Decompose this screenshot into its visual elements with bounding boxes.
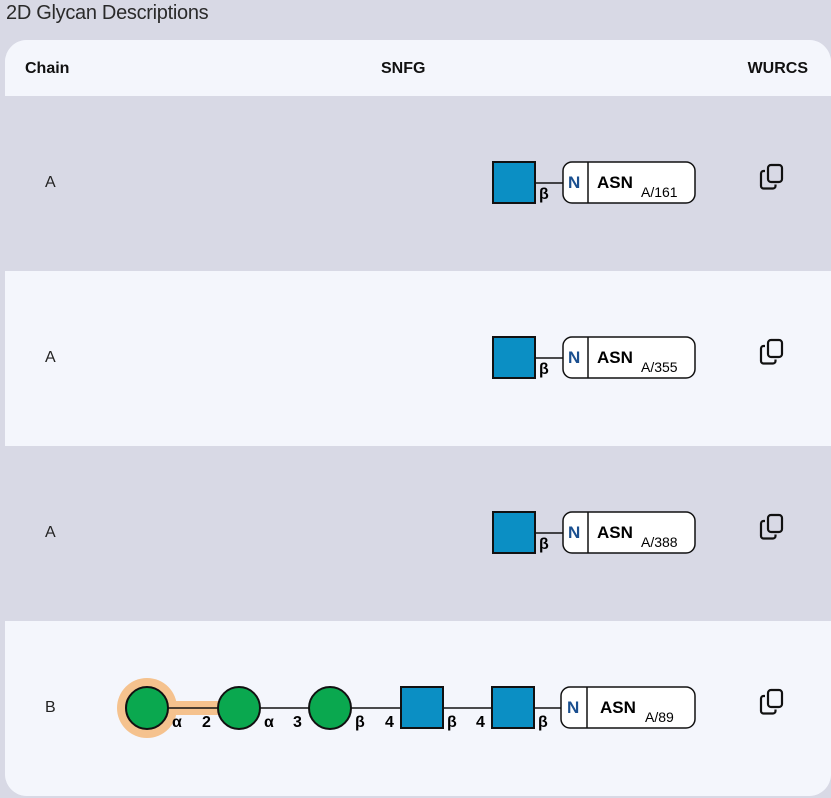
header-snfg: SNFG	[381, 60, 426, 77]
asn-box: N ASN A/388	[562, 511, 696, 554]
anomer-label: β	[539, 361, 549, 378]
link-label: α	[172, 714, 182, 731]
site-label: A/161	[641, 184, 678, 200]
chain-label: B	[45, 699, 56, 716]
page-title: 2D Glycan Descriptions	[6, 2, 209, 24]
chain-label: A	[45, 174, 56, 191]
glcnac-square	[492, 336, 536, 379]
glycan-table: Chain SNFG WURCS A β N ASN A/161 A	[5, 40, 831, 796]
copy-icon	[759, 513, 784, 540]
n-label: N	[567, 698, 579, 717]
table-row: A β N ASN A/161	[5, 96, 831, 271]
header-chain: Chain	[25, 60, 70, 77]
copy-wurcs-button[interactable]	[758, 687, 788, 717]
site-label: A/89	[645, 709, 674, 725]
link-label: β	[538, 714, 548, 731]
asn-box: N ASN A/89	[560, 686, 696, 729]
copy-icon	[759, 163, 784, 190]
n-label: N	[568, 173, 580, 192]
snfg-diagram: β N ASN A/388	[492, 511, 696, 554]
glcnac-square	[492, 511, 536, 554]
residue-label: ASN	[600, 698, 636, 717]
table-row: A β N ASN A/388	[5, 446, 831, 621]
anomer-label: β	[539, 536, 549, 553]
residue-label: ASN	[597, 348, 633, 367]
site-label: A/355	[641, 359, 678, 375]
header-wurcs: WURCS	[747, 60, 808, 77]
n-label: N	[568, 523, 580, 542]
copy-wurcs-button[interactable]	[758, 162, 788, 192]
chain-label: A	[45, 524, 56, 541]
link-label: β	[355, 714, 365, 731]
glcnac-square	[491, 686, 535, 729]
link-label: β	[447, 714, 457, 731]
residue-label: ASN	[597, 173, 633, 192]
table-header: Chain SNFG WURCS	[5, 40, 831, 96]
asn-box: N ASN A/161	[562, 161, 696, 204]
glcnac-square	[492, 161, 536, 204]
table-row: B α 2 α 3 β 4 β 4 β	[5, 621, 831, 796]
snfg-diagram: α 2 α 3 β 4 β 4 β N ASN A/89	[117, 678, 696, 738]
mannose-circle	[125, 686, 169, 730]
copy-icon	[759, 338, 784, 365]
link-label: 4	[385, 714, 394, 731]
link-label: 3	[293, 714, 302, 731]
mannose-circle	[308, 686, 352, 730]
chain-label: A	[45, 349, 56, 366]
mannose-circle	[217, 686, 261, 730]
table-row: A β N ASN A/355	[5, 271, 831, 446]
copy-icon	[759, 688, 784, 715]
copy-wurcs-button[interactable]	[758, 512, 788, 542]
glcnac-square	[400, 686, 444, 729]
snfg-diagram: β N ASN A/161	[492, 161, 696, 204]
snfg-diagram: β N ASN A/355	[492, 336, 696, 379]
asn-box: N ASN A/355	[562, 336, 696, 379]
anomer-label: β	[539, 186, 549, 203]
link-label: 4	[476, 714, 485, 731]
n-label: N	[568, 348, 580, 367]
copy-wurcs-button[interactable]	[758, 337, 788, 367]
site-label: A/388	[641, 534, 678, 550]
residue-label: ASN	[597, 523, 633, 542]
link-label: 2	[202, 714, 211, 731]
link-label: α	[264, 714, 274, 731]
